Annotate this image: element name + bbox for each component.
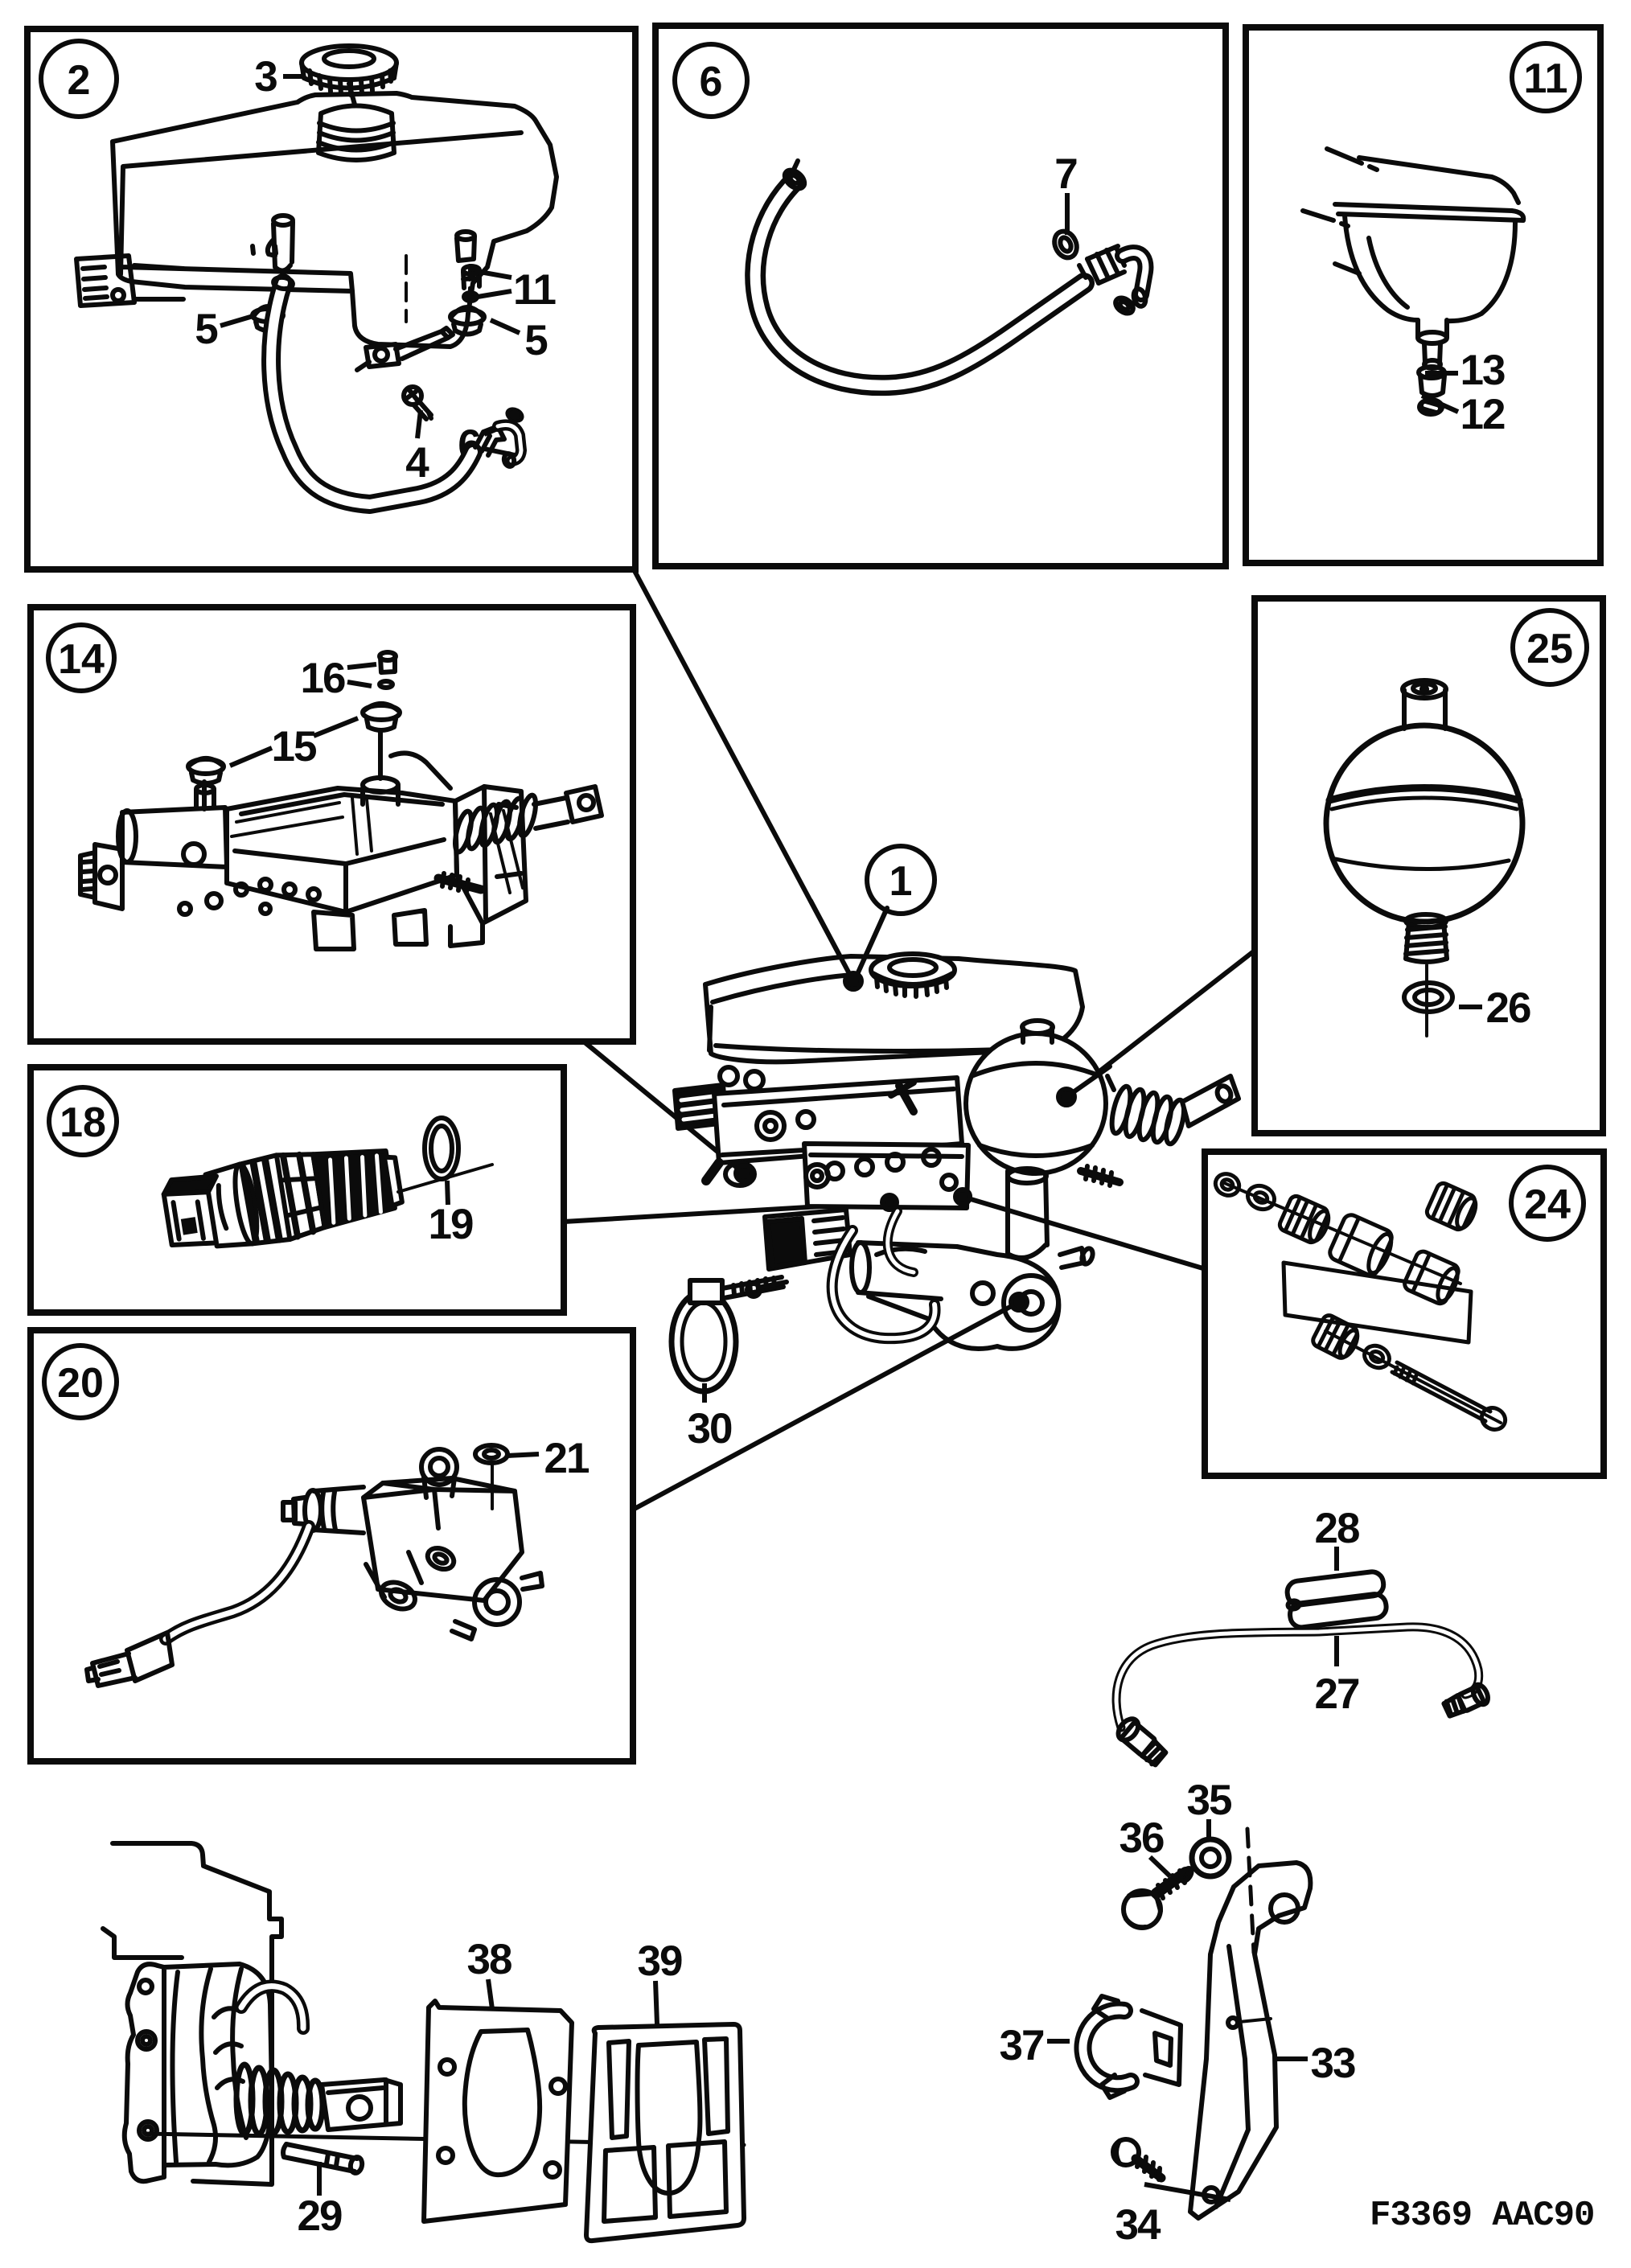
svg-text:21: 21 bbox=[544, 1435, 589, 1482]
svg-text:12: 12 bbox=[1461, 391, 1505, 438]
svg-text:37: 37 bbox=[1000, 2022, 1044, 2069]
svg-text:35: 35 bbox=[1187, 1777, 1231, 1824]
svg-text:2: 2 bbox=[68, 57, 91, 104]
svg-text:3: 3 bbox=[254, 53, 277, 101]
svg-text:30: 30 bbox=[688, 1405, 732, 1452]
svg-text:11: 11 bbox=[513, 266, 556, 314]
svg-text:38: 38 bbox=[467, 1936, 511, 1983]
svg-text:1: 1 bbox=[889, 858, 913, 905]
svg-text:29: 29 bbox=[298, 2192, 342, 2240]
svg-text:11: 11 bbox=[1524, 55, 1568, 102]
svg-text:25: 25 bbox=[1526, 626, 1573, 672]
svg-text:5: 5 bbox=[195, 306, 217, 353]
svg-text:6: 6 bbox=[700, 59, 723, 105]
svg-text:5: 5 bbox=[524, 317, 547, 364]
svg-text:13: 13 bbox=[1461, 347, 1505, 394]
svg-text:33: 33 bbox=[1311, 2040, 1355, 2087]
svg-text:34: 34 bbox=[1115, 2201, 1161, 2249]
svg-text:20: 20 bbox=[57, 1360, 104, 1407]
svg-text:4: 4 bbox=[405, 439, 429, 487]
svg-text:19: 19 bbox=[429, 1201, 473, 1248]
svg-text:18: 18 bbox=[60, 1099, 106, 1146]
svg-text:15: 15 bbox=[272, 723, 316, 770]
svg-text:26: 26 bbox=[1486, 984, 1530, 1032]
svg-text:27: 27 bbox=[1315, 1670, 1359, 1718]
svg-text:28: 28 bbox=[1315, 1505, 1359, 1552]
svg-text:F3369 AAC90: F3369 AAC90 bbox=[1370, 2196, 1594, 2236]
svg-text:39: 39 bbox=[638, 1937, 682, 1985]
svg-text:16: 16 bbox=[301, 655, 345, 702]
svg-text:24: 24 bbox=[1524, 1181, 1571, 1228]
svg-text:36: 36 bbox=[1120, 1814, 1164, 1862]
svg-text:7: 7 bbox=[1054, 150, 1077, 198]
svg-text:14: 14 bbox=[58, 636, 105, 683]
